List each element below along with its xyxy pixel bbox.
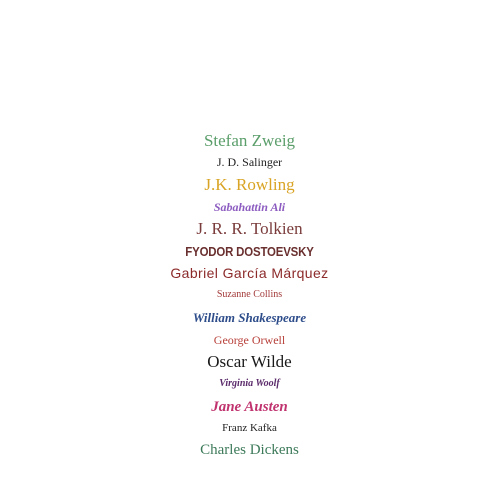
author-sabahattin-ali: Sabahattin Ali <box>213 200 286 214</box>
author-jd-salinger: J. D. Salinger <box>216 155 283 169</box>
author-franz-kafka: Franz Kafka <box>222 422 277 434</box>
author-gabriel-garcia-marquez: Gabriel García Márquez <box>170 265 329 281</box>
author-jane-austen: Jane Austen <box>211 399 288 415</box>
author-george-orwell: George Orwell <box>213 333 286 347</box>
author-william-shakespeare: William Shakespeare <box>192 310 307 325</box>
author-charles-dickens: Charles Dickens <box>200 442 299 458</box>
author-partial-cutoff <box>0 466 499 471</box>
author-virginia-woolf: Virginia Woolf <box>219 378 280 389</box>
author-stefan-zweig: Stefan Zweig <box>203 131 296 150</box>
author-jk-rowling: J.K. Rowling <box>204 175 295 194</box>
author-oscar-wilde: Oscar Wilde <box>207 352 292 371</box>
author-fyodor-dostoevsky: FYODOR DOSTOEVSKY <box>185 244 314 259</box>
author-suzanne-collins: Suzanne Collins <box>216 289 283 300</box>
author-jrr-tolkien: J. R. R. Tolkien <box>196 219 303 238</box>
